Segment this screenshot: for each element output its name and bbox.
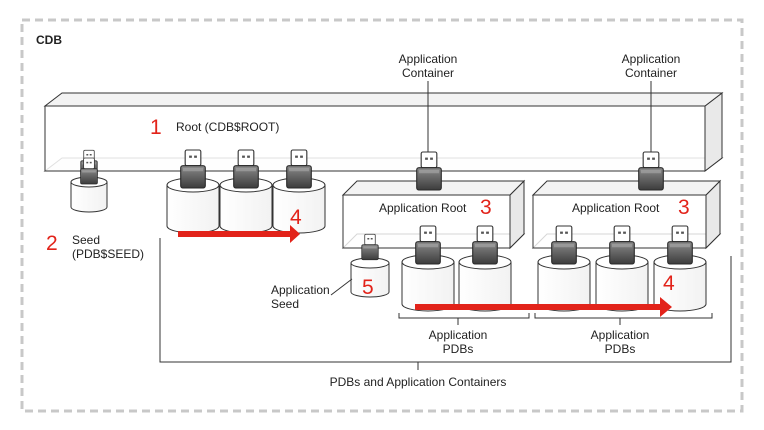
- root-label: Root (CDB$ROOT): [176, 120, 279, 134]
- app-root-2-label: Application Root: [572, 201, 660, 215]
- root-container: [43, 91, 724, 173]
- app-seed-cylinder: [350, 257, 390, 298]
- cdb-frame: [20, 18, 744, 413]
- seed-cylinder: [70, 176, 108, 213]
- app-root-2-number: 3: [678, 196, 690, 219]
- app-container-2-label-line1: Application: [622, 52, 681, 66]
- seed-number: 2: [46, 232, 58, 255]
- app1-pdbs-label-line1: Application: [429, 328, 488, 342]
- app2-pdbs-label-line2: PDBs: [605, 342, 636, 356]
- app-container-1-label-line2: Container: [402, 66, 454, 80]
- pdbs-and-app-containers-bracket: [159, 238, 732, 363]
- app-root-1-label: Application Root: [379, 201, 467, 215]
- app-container-1-label-line1: Application: [399, 52, 458, 66]
- app2-pdbs-label-line1: Application: [591, 328, 650, 342]
- app1-pdbs-label-line2: PDBs: [443, 342, 474, 356]
- seed-label-line1: Seed: [72, 233, 100, 247]
- app-pdb-arrow: [415, 297, 672, 317]
- app-seed-label-line2: Seed: [271, 297, 299, 311]
- cdb-pdb-arrow: [178, 225, 300, 243]
- app-seed-number: 5: [362, 276, 374, 299]
- app-root-1-number: 3: [480, 196, 492, 219]
- app-seed-leader: [330, 278, 353, 296]
- cdb-label: CDB: [36, 33, 62, 47]
- app-container-2-label-line2: Container: [625, 66, 677, 80]
- pdbs-and-app-containers-label: PDBs and Application Containers: [330, 375, 507, 389]
- app-seed-label-line1: Application: [271, 283, 330, 297]
- cdb-pdb-number: 4: [290, 206, 302, 229]
- root-number: 1: [150, 116, 162, 139]
- seed-label-line2: (PDB$SEED): [72, 247, 144, 261]
- app-pdb-number: 4: [663, 272, 675, 295]
- app2-pdbs-bracket: [534, 313, 713, 319]
- app1-pdbs-bracket: [398, 313, 530, 319]
